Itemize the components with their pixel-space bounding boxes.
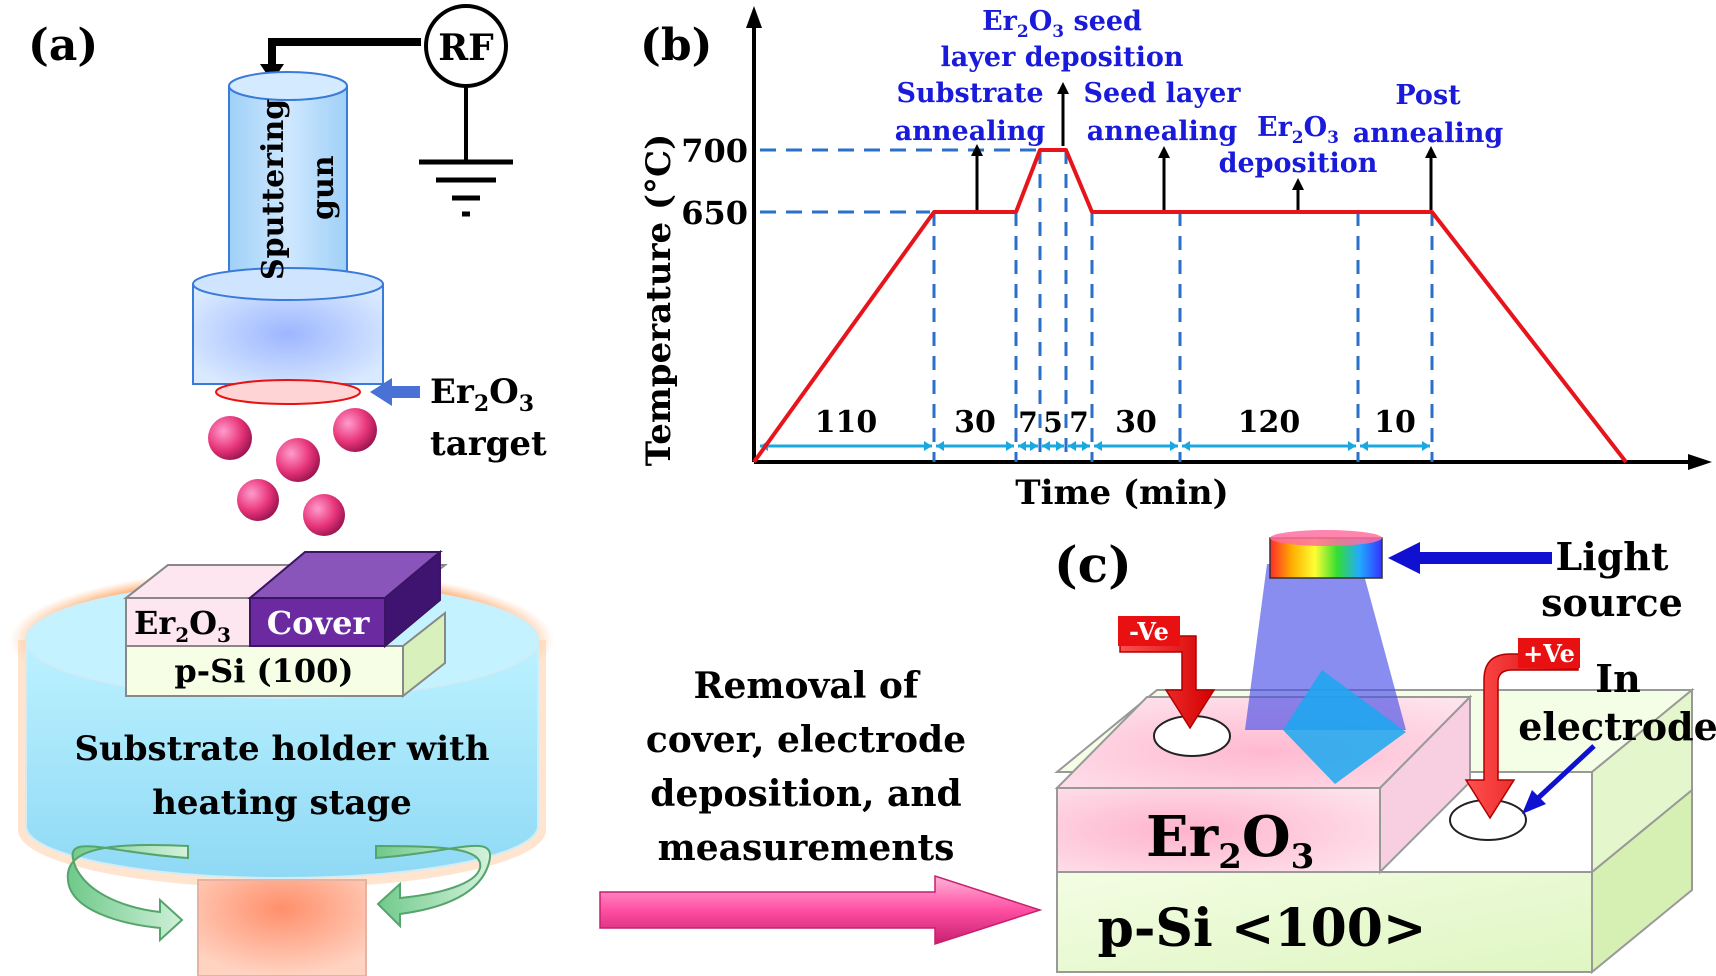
duration-label: 30 xyxy=(954,405,996,440)
process-text-line4: measurements xyxy=(658,827,955,869)
in-electrode-label-line1: In xyxy=(1595,656,1640,701)
light-spot xyxy=(1283,670,1406,784)
light-label-line2: source xyxy=(1541,580,1683,625)
profile-line xyxy=(752,148,1628,464)
light-pointer-arrow xyxy=(1388,542,1552,574)
chart-axes xyxy=(746,6,1712,470)
sample-er2o3-label: Er2O3 xyxy=(134,604,231,647)
duration-arrow-head xyxy=(1170,441,1178,451)
annot-seedann-line2: annealing xyxy=(1087,116,1238,147)
cover-label: Cover xyxy=(267,604,371,642)
process-text-line3: deposition, and xyxy=(650,773,961,815)
x-axis-label: Time (min) xyxy=(1015,473,1228,513)
psi-label: p-Si (100) xyxy=(174,652,353,690)
process-text-line1: Removal of xyxy=(694,665,921,707)
panel-c-label: (c) xyxy=(1054,535,1132,594)
duration-arrow-head xyxy=(1006,441,1014,451)
neg-bias-label: -Ve xyxy=(1129,617,1169,646)
psi-block-label: p-Si <100> xyxy=(1097,898,1426,959)
duration-arrow-tail xyxy=(1018,441,1026,451)
duration-label: 10 xyxy=(1374,405,1416,440)
duration-arrow-tail xyxy=(1042,441,1050,451)
annot-seedann-line1: Seed layer xyxy=(1084,78,1242,109)
duration-arrow-head xyxy=(1030,441,1038,451)
light-label-line1: Light xyxy=(1556,534,1669,579)
negative-bias-arrow xyxy=(1118,616,1216,730)
light-beam xyxy=(1245,564,1406,730)
electrode-pointer-arrow xyxy=(1522,744,1596,814)
panel-a-label: (a) xyxy=(28,20,98,71)
duration-arrow-head xyxy=(1056,441,1064,451)
temperature-profile xyxy=(752,148,1628,464)
annotation-arrows xyxy=(971,82,1437,210)
process-arrow xyxy=(599,874,1043,946)
sputtering-gun xyxy=(192,71,384,405)
target-formula: Er2O3 xyxy=(430,372,534,417)
er2o3-block xyxy=(1054,694,1473,875)
sputtered-particles xyxy=(208,408,377,536)
annot-post-line1: Post xyxy=(1395,80,1461,111)
process-text-line2: cover, electrode xyxy=(646,719,966,761)
duration-arrow-head xyxy=(1082,441,1090,451)
er2o3-block-label: Er2O3 xyxy=(1146,804,1314,877)
y-tick-650: 650 xyxy=(681,194,748,232)
sample-stack xyxy=(123,549,448,699)
panel-b: (b) Time (min) Temperature (°C) 700 650 … xyxy=(639,6,1712,513)
panel-a: (a) RF Sputtering gun Er2O3 target xyxy=(10,4,554,976)
annot-substrate-line1: Substrate xyxy=(896,78,1043,109)
y-axis-label: Temperature (°C) xyxy=(639,134,679,466)
rotation-arrows-icon xyxy=(66,843,491,943)
duration-arrow-head xyxy=(1348,441,1356,451)
annot-seed-line2: layer deposition xyxy=(940,42,1183,73)
panel-c: (c) Er2O3 p-Si <100> Light source xyxy=(1054,530,1716,975)
duration-label: 30 xyxy=(1115,405,1157,440)
annot-substrate-line2: annealing xyxy=(895,116,1046,147)
duration-label: 7 xyxy=(1018,406,1037,439)
duration-label: 5 xyxy=(1043,406,1062,439)
duration-label: 110 xyxy=(815,405,878,440)
annot-dep-line2: deposition xyxy=(1219,148,1378,179)
gun-label-line2: gun xyxy=(306,155,341,220)
duration-label: 120 xyxy=(1238,405,1301,440)
holder-shaft xyxy=(197,879,367,976)
gun-label-line1: Sputtering xyxy=(256,99,291,280)
holder-label-line2: heating stage xyxy=(152,783,412,823)
duration-label: 7 xyxy=(1069,406,1088,439)
duration-arrow-tail xyxy=(936,441,944,451)
duration-arrow-head xyxy=(924,441,932,451)
annot-seed-line1: Er2O3 seed xyxy=(982,6,1142,42)
target-word: target xyxy=(430,424,547,464)
annot-dep-line1: Er2O3 xyxy=(1257,112,1339,148)
target-pointer-arrow xyxy=(370,378,420,406)
panel-b-label: (b) xyxy=(640,20,712,71)
light-source-icon xyxy=(1269,530,1383,579)
duration-arrow-tail xyxy=(1182,441,1190,451)
segment-guides xyxy=(932,150,1434,462)
duration-arrow-tail xyxy=(1360,441,1368,451)
duration-arrows xyxy=(760,441,1430,451)
pos-bias-label: +Ve xyxy=(1523,639,1575,668)
duration-arrow-tail xyxy=(1094,441,1102,451)
rf-source-icon xyxy=(424,4,508,88)
holder-label-line1: Substrate holder with xyxy=(74,729,489,769)
y-tick-700: 700 xyxy=(681,132,748,170)
duration-arrow-tail xyxy=(1068,441,1076,451)
duration-arrow-head xyxy=(1422,441,1430,451)
rf-label: RF xyxy=(438,27,494,69)
positive-bias-arrow xyxy=(1464,638,1580,820)
in-electrode-label-line2: electrode xyxy=(1518,704,1716,749)
annot-post-line2: annealing xyxy=(1353,118,1504,149)
